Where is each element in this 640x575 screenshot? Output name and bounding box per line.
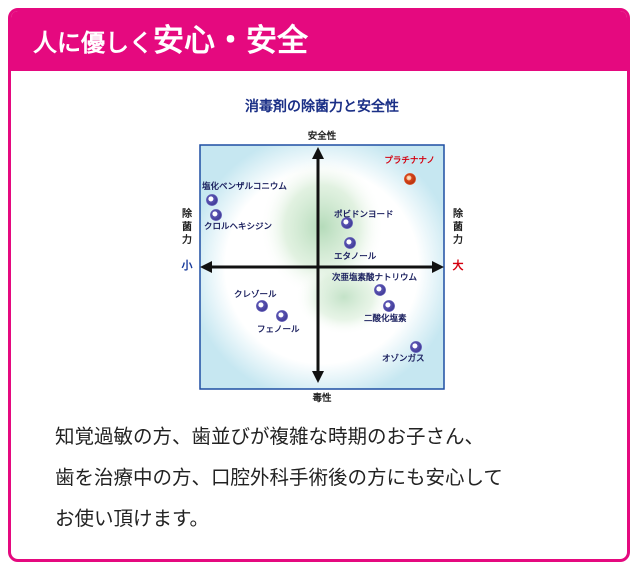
left-axis-label: 除菌力 xyxy=(182,207,193,246)
axis-arrow-left xyxy=(200,261,212,273)
point-8 xyxy=(256,300,268,312)
point-5 xyxy=(344,237,356,249)
point-label-10: オゾンガス xyxy=(382,353,425,364)
point-6 xyxy=(374,284,386,296)
diagram-title: 消毒剤の除菌力と安全性 xyxy=(245,98,399,115)
left-axis-value: 小 xyxy=(181,258,193,272)
point-label-6: 次亜塩素酸ナトリウム xyxy=(332,272,418,283)
axis-arrow-up xyxy=(312,147,324,159)
point-label-5: エタノール xyxy=(334,251,377,262)
right-axis-value: 大 xyxy=(453,258,464,272)
axis-bottom-label: 毒性 xyxy=(312,392,332,404)
info-card: 人に優しく安心・安全 xyxy=(8,8,630,562)
point-label-9: フェノール xyxy=(257,325,300,335)
point-4 xyxy=(341,217,353,229)
point-2 xyxy=(210,209,222,221)
green-zone-lower xyxy=(296,259,392,335)
point-label-7: 二酸化塩素 xyxy=(364,313,407,324)
diagram-svg: 消毒剤の除菌力と安全性 安全性 除菌力 小 除菌力 大 塩化ベンザルコニウ xyxy=(181,98,465,404)
header-title-main: 安心・安全 xyxy=(153,23,308,59)
point-label-2: クロルヘキシジン xyxy=(204,221,273,232)
description-line-2: 歯を治療中の方、口腔外科手術後の方にも安心して xyxy=(55,466,503,489)
card-header: 人に優しく安心・安全 xyxy=(11,11,627,71)
disinfectant-diagram: 消毒剤の除菌力と安全性 安全性 除菌力 小 除菌力 大 塩化ベンザルコニウ xyxy=(172,97,472,407)
axis-arrow-down xyxy=(312,371,324,383)
right-axis-label: 除菌力 xyxy=(453,207,464,246)
header-title-prefix: 人に優しく xyxy=(33,29,153,57)
description-line-1: 知覚過敏の方、歯並びが複雑な時期のお子さん、 xyxy=(55,425,485,448)
point-label-8: クレゾール xyxy=(234,289,277,300)
point-10 xyxy=(410,341,422,353)
point-label-1: 塩化ベンザルコニウム xyxy=(202,181,287,192)
point-label-4: ポビドンヨード xyxy=(334,209,394,220)
description-text: 知覚過敏の方、歯並びが複雑な時期のお子さん、 歯を治療中の方、口腔外科手術後の方… xyxy=(55,416,615,539)
point-1 xyxy=(206,194,218,206)
point-9 xyxy=(276,310,288,322)
header-title: 人に優しく安心・安全 xyxy=(33,19,308,65)
point-label-3: プラチナナノ xyxy=(384,155,435,166)
point-7 xyxy=(383,300,395,312)
axis-arrow-right xyxy=(432,261,444,273)
description-line-3: お使い頂けます。 xyxy=(55,507,210,530)
axis-top-label: 安全性 xyxy=(308,130,337,142)
point-3 xyxy=(404,173,416,185)
